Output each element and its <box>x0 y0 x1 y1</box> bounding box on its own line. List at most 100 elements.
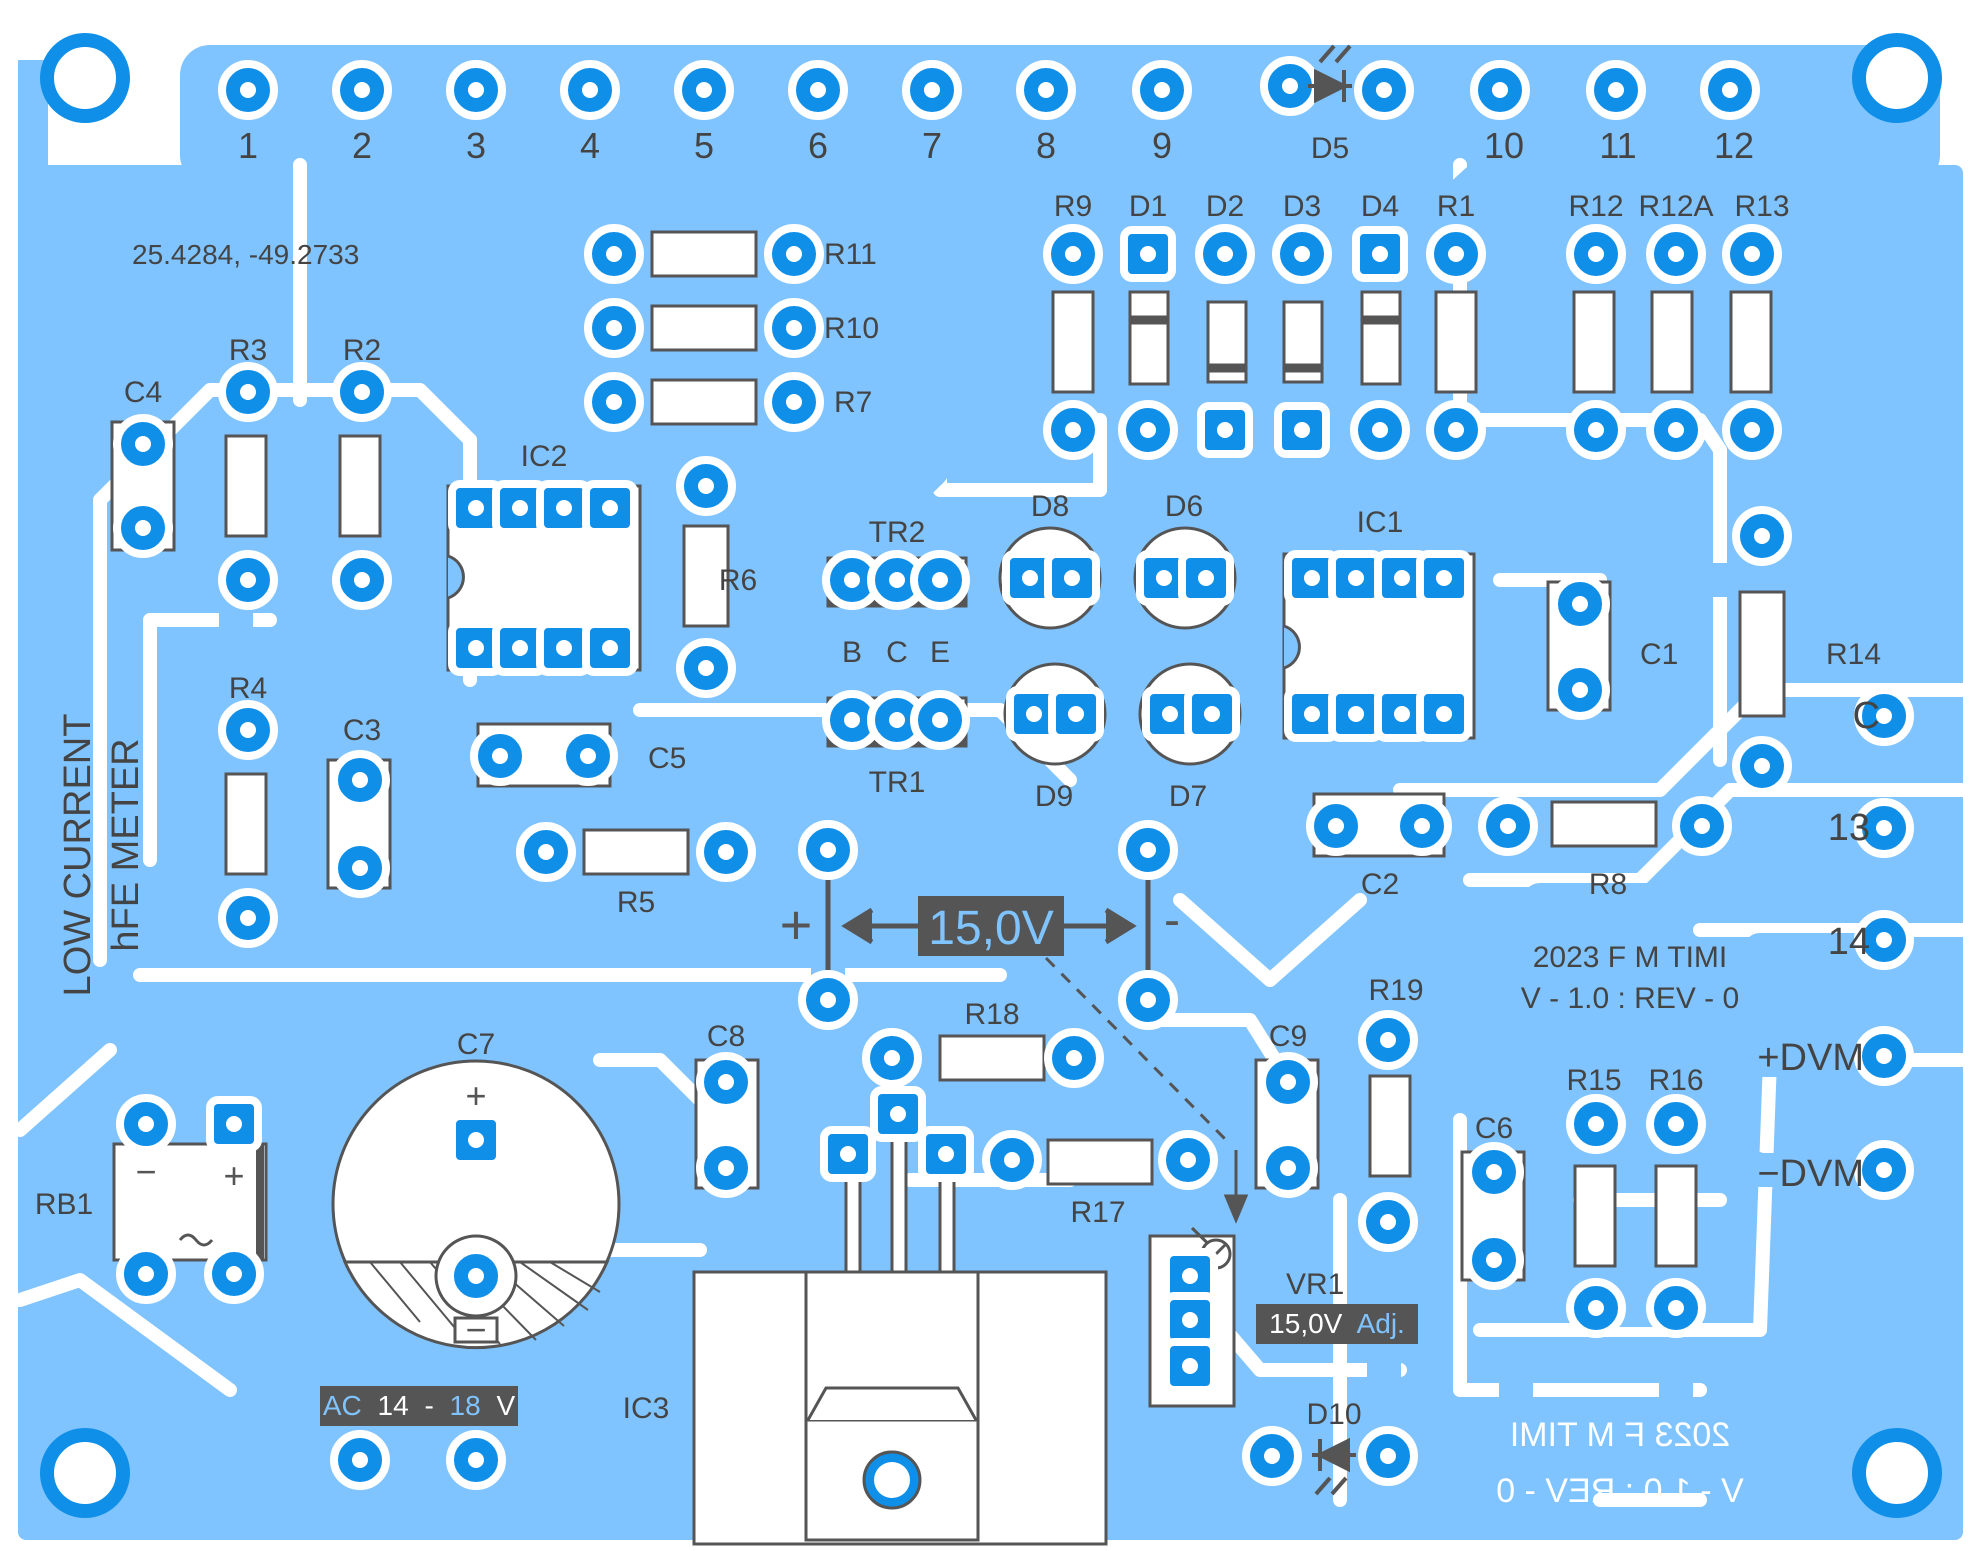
connector-label-top: 12 <box>1714 125 1754 166</box>
pad <box>446 60 506 120</box>
pad <box>1646 1278 1706 1338</box>
title-line-1: LOW CURRENT <box>57 714 99 997</box>
pad <box>1272 224 1332 284</box>
title-line-2: hFE METER <box>105 738 147 951</box>
pad <box>1426 224 1486 284</box>
pad <box>1470 60 1530 120</box>
ac-tag-low: 14 <box>378 1390 409 1421</box>
connector-label-top: 5 <box>694 125 714 166</box>
pad <box>218 60 278 120</box>
connector-label-top: 9 <box>1152 125 1172 166</box>
pad <box>446 1430 506 1490</box>
pad <box>1350 400 1410 460</box>
pad <box>1158 1130 1218 1190</box>
mirror-credit-line-1: 2023 F M TIMI <box>1510 1416 1730 1454</box>
connector-label-top: 10 <box>1484 125 1524 166</box>
pad <box>764 298 824 358</box>
component-label-d6: D6 <box>1165 490 1203 523</box>
connector-label-right: 13 <box>1828 807 1870 849</box>
pad <box>1732 506 1792 566</box>
pad <box>1016 60 1076 120</box>
component-label-r14: R14 <box>1826 638 1881 671</box>
ac-tag-unit: V <box>496 1390 515 1421</box>
component-label-c1: C1 <box>1640 638 1678 671</box>
rb1-plus-mark: + <box>223 1155 244 1196</box>
pad <box>1722 400 1782 460</box>
pad <box>862 1028 922 1088</box>
pad <box>492 620 548 676</box>
board-coordinates: 25.4284, -49.2733 <box>132 239 359 270</box>
pad <box>1566 1278 1626 1338</box>
pad <box>822 690 882 750</box>
component-label-r9: R9 <box>1054 190 1092 223</box>
d10-symbol <box>1312 1437 1356 1496</box>
credit-line-1: 2023 F M TIMI <box>1533 941 1728 974</box>
pad <box>113 414 173 474</box>
component-label-c9: C9 <box>1269 1020 1307 1053</box>
pad <box>982 1130 1042 1190</box>
pad <box>218 362 278 422</box>
component-label-r17: R17 <box>1070 1196 1125 1229</box>
component-label-r1: R1 <box>1437 190 1475 223</box>
pad <box>1352 226 1408 282</box>
component-label-r3: R3 <box>229 334 267 367</box>
connector-label-right: −DVM <box>1757 1153 1864 1195</box>
pad <box>448 1112 504 1168</box>
voltage-tag: 15,0V <box>928 902 1053 955</box>
pad <box>1258 1052 1318 1112</box>
pad <box>558 726 618 786</box>
pad <box>1478 796 1538 856</box>
connector-label-top: 11 <box>1599 125 1636 166</box>
pad <box>1732 736 1792 796</box>
pad <box>332 550 392 610</box>
pad <box>1854 1026 1914 1086</box>
component-label-r5: R5 <box>617 886 655 919</box>
component-label-c6: C6 <box>1475 1112 1513 1145</box>
component-label-ic1: IC1 <box>1357 506 1404 539</box>
rb1-minus-mark: − <box>135 1151 156 1192</box>
pad <box>332 362 392 422</box>
mounting-hole-top-left <box>40 33 130 123</box>
pad <box>1274 402 1330 458</box>
pad <box>1195 224 1255 284</box>
pad <box>798 820 858 880</box>
pad <box>582 480 638 536</box>
pad <box>1672 796 1732 856</box>
component-label-vr1: VR1 <box>1286 1268 1344 1301</box>
pad <box>1416 686 1472 742</box>
vr-tag: 15,0V Adj. <box>1269 1308 1405 1339</box>
pad <box>116 1244 176 1304</box>
pad <box>1464 1230 1524 1290</box>
ac-tag-box <box>320 1386 518 1426</box>
d5-symbol <box>1308 44 1352 104</box>
vr-tag-value: 15,0V <box>1269 1308 1342 1339</box>
pad <box>1854 686 1914 746</box>
pad <box>1358 1010 1418 1070</box>
pad <box>1358 1426 1418 1486</box>
pad <box>1178 550 1234 606</box>
pad <box>1700 60 1760 120</box>
pad <box>918 1126 974 1182</box>
pad <box>1044 1028 1104 1088</box>
pad <box>492 480 548 536</box>
connector-label-top: 8 <box>1036 125 1056 166</box>
pad <box>1550 660 1610 720</box>
mounting-hole-bottom-left <box>40 1428 130 1518</box>
pad <box>1242 1426 1302 1486</box>
pad <box>1566 400 1626 460</box>
ac-tag-prefix: AC <box>323 1390 362 1421</box>
component-label-d2: D2 <box>1206 190 1244 223</box>
component-label-r10: R10 <box>824 312 879 345</box>
pad <box>1043 224 1103 284</box>
transistor-pin-label: C <box>886 636 908 669</box>
component-label-d7: D7 <box>1169 780 1207 813</box>
pad <box>116 1094 176 1154</box>
connector-label-top: 4 <box>580 125 600 166</box>
pad <box>1854 910 1914 970</box>
pad <box>870 1086 926 1142</box>
pad <box>1044 550 1100 606</box>
component-label-rb1: RB1 <box>35 1188 93 1221</box>
pad <box>674 60 734 120</box>
pad <box>536 480 592 536</box>
pad <box>696 822 756 882</box>
